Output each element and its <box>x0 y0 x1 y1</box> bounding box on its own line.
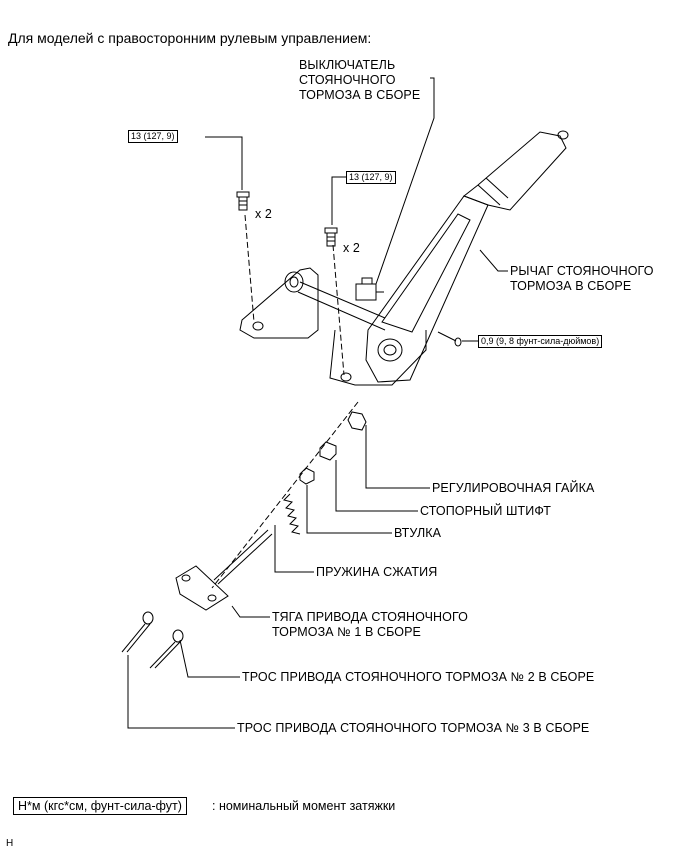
bushing-icon <box>299 467 315 485</box>
label-switch: ВЫКЛЮЧАТЕЛЬ СТОЯНОЧНОГО ТОРМОЗА В СБОРЕ <box>299 58 421 102</box>
leader-bolt-center <box>331 176 346 225</box>
bolt-left-icon <box>236 191 250 211</box>
adjusting-nut-icon <box>347 411 367 431</box>
leader-spring <box>274 525 314 573</box>
label-lock-pin: СТОПОРНЫЙ ШТИФТ <box>420 504 552 518</box>
lever-icon <box>365 130 569 383</box>
label-lever: РЫЧАГ СТОЯНОЧНОГО ТОРМОЗА В СБОРЕ <box>510 264 654 293</box>
page-heading: Для моделей с правосторонним рулевым упр… <box>8 30 372 46</box>
leader-bushing <box>306 485 392 534</box>
label-bushing: ВТУЛКА <box>394 526 442 540</box>
screw-icon <box>437 331 462 347</box>
label-adjusting-nut: РЕГУЛИРОВОЧНАЯ ГАЙКА <box>432 481 595 495</box>
switch-icon <box>355 277 384 301</box>
cable-3-icon <box>121 611 154 653</box>
torque-bolt-center: 13 (127, 9) <box>346 171 396 184</box>
torque-screw: 0,9 (9, 8 фунт-сила-дюймов) <box>478 335 603 348</box>
label-cable-3: ТРОС ПРИВОДА СТОЯНОЧНОГО ТОРМОЗА № 3 В С… <box>237 721 590 735</box>
spring-icon <box>283 493 301 535</box>
bolt-center-icon <box>324 227 338 247</box>
leader-lever <box>479 249 508 272</box>
qty-bolt-left: x 2 <box>255 207 272 221</box>
rod-icon <box>175 529 273 611</box>
qty-bolt-center: x 2 <box>343 241 360 255</box>
axis-cable-assembly <box>211 401 359 589</box>
leader-rod <box>231 605 270 618</box>
bracket-icon <box>239 267 427 386</box>
lock-pin-icon <box>319 441 337 461</box>
leader-pin <box>335 460 418 512</box>
legend-units-box: Н*м (кгс*см, фунт-сила-фут) <box>13 797 187 815</box>
leader-cable2 <box>179 639 240 678</box>
label-cable-2: ТРОС ПРИВОДА СТОЯНОЧНОГО ТОРМОЗА № 2 В С… <box>242 670 595 684</box>
leader-switch <box>375 77 435 285</box>
leader-bolt-left <box>205 136 243 190</box>
label-spring: ПРУЖИНА СЖАТИЯ <box>316 565 438 579</box>
leader-nut <box>365 425 430 489</box>
legend-text: : номинальный момент затяжки <box>212 799 396 813</box>
cable-2-icon <box>149 629 184 669</box>
label-rod: ТЯГА ПРИВОДА СТОЯНОЧНОГО ТОРМОЗА № 1 В С… <box>272 610 468 639</box>
torque-bolt-left: 13 (127, 9) <box>128 130 178 143</box>
corner-mark: H <box>6 838 14 849</box>
leader-cable3 <box>127 655 235 729</box>
axis-bolt-left <box>244 214 255 323</box>
